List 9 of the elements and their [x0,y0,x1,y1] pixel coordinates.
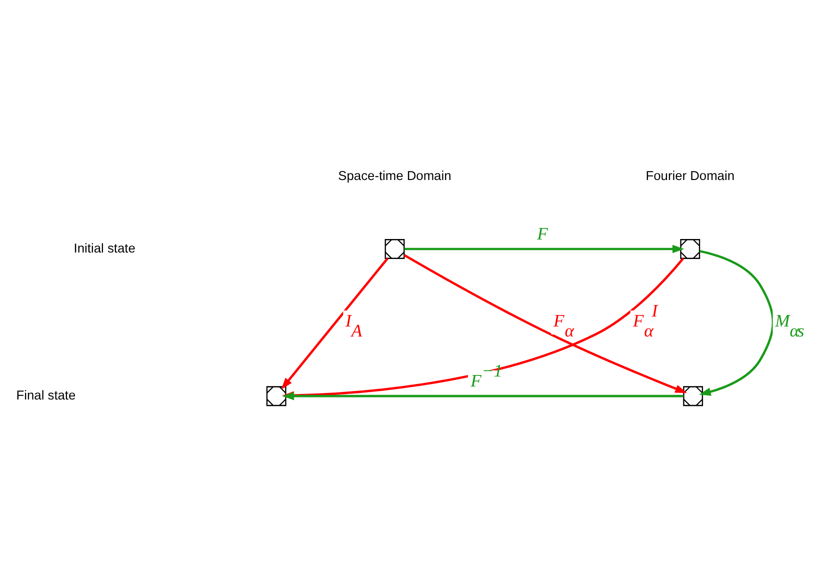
arrow [699,250,774,396]
label: Final state [16,387,76,402]
arrow [404,254,687,394]
arrow [404,244,684,254]
edge-label: F [537,223,548,244]
label: Fourier Domain [646,168,734,184]
arrow [281,258,388,390]
label: Initial state [74,240,136,256]
label: Space-time Domain [338,168,452,184]
